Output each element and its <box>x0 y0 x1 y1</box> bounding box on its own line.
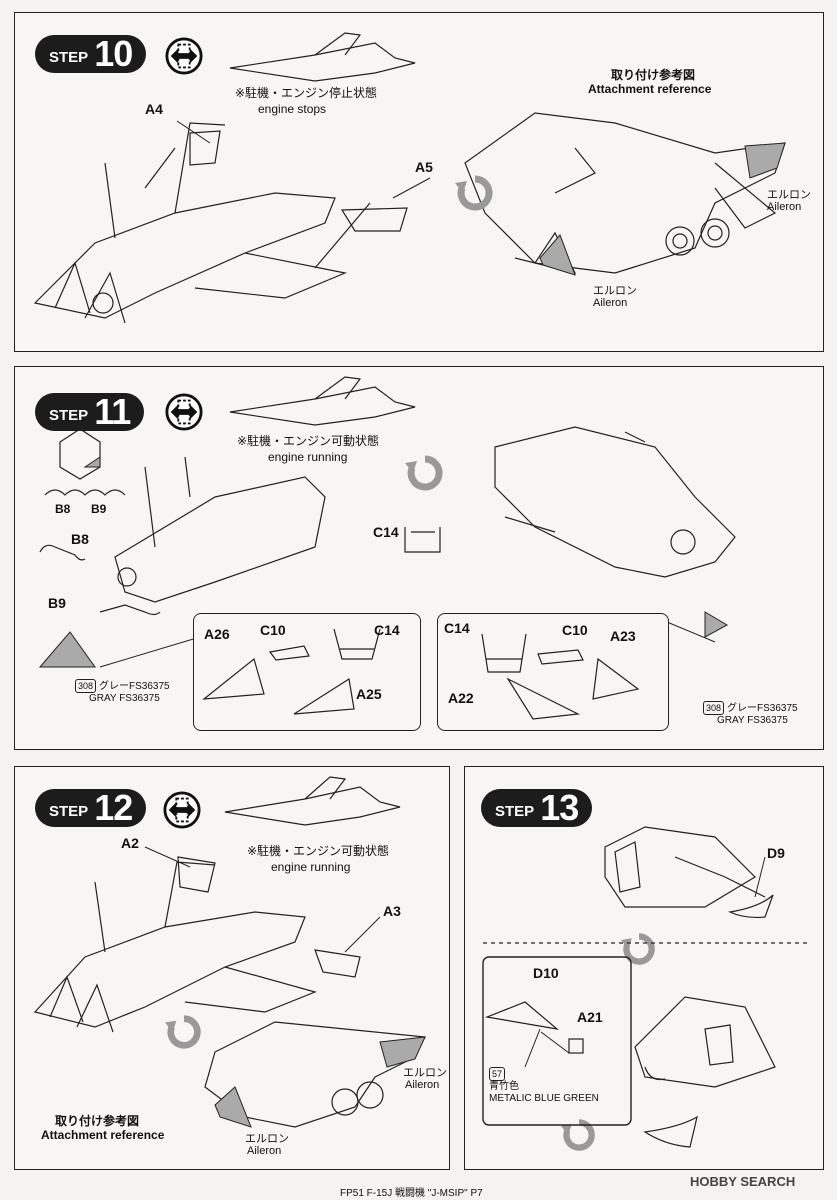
part-label: D10 <box>533 965 559 981</box>
part-label: B8 <box>55 502 71 516</box>
part-label: A3 <box>383 903 401 919</box>
aileron-label-en: Aileron <box>767 201 802 213</box>
part-label: C10 <box>260 622 286 638</box>
paint-callout: 57 青竹色 METALIC BLUE GREEN <box>489 1067 599 1104</box>
reference-label-jp: 取り付け参考図 <box>611 68 696 82</box>
step-11-panel: STEP 11 ※駐機・エンジン可動状態 engine running <box>14 366 824 750</box>
aileron-label-jp: エルロン <box>767 189 811 201</box>
part-label: C14 <box>373 524 399 540</box>
step-13-panel: STEP 13 D9 D10 A21 57 青竹色 METALIC BLUE G… <box>464 766 824 1170</box>
mode-label-jp: ※駐機・エンジン可動状態 <box>247 844 390 858</box>
left-detail-drawing <box>202 628 381 715</box>
aileron-label-en: Aileron <box>593 297 628 309</box>
step-11-drawing <box>38 376 736 668</box>
left-detail-box: A26 C10 C14 A25 <box>193 613 421 731</box>
part-label: A21 <box>577 1009 603 1025</box>
right-detail-box: C14 C10 A23 A22 <box>437 613 669 731</box>
part-label: A26 <box>204 626 230 642</box>
part-label: C10 <box>562 622 588 638</box>
step-10-badge: STEP 10 <box>35 33 147 74</box>
watermark: HOBBY SEARCH <box>690 1174 796 1189</box>
aileron-label-jp: エルロン <box>245 1133 289 1145</box>
part-label: C14 <box>444 620 470 636</box>
part-label: A2 <box>121 835 139 851</box>
part-label: B8 <box>71 531 89 547</box>
paint-code: 57 <box>489 1067 506 1081</box>
part-label: A5 <box>415 159 433 175</box>
part-label: B9 <box>91 502 107 516</box>
step-12-drawing <box>33 776 426 1128</box>
page-footer: FP51 F-15J 戦闘機 "J-MSIP" P7 <box>340 1188 483 1199</box>
step-10-panel: STEP 10 ※駐機・エンジン停止状態 <box>14 12 824 352</box>
step-10-drawing <box>33 32 786 324</box>
right-detail-drawing <box>481 633 640 720</box>
part-label: D9 <box>767 845 785 861</box>
step-12-badge: STEP 12 <box>35 787 147 828</box>
step-13-badge: STEP 13 <box>481 787 593 828</box>
rotate-icon <box>455 173 495 213</box>
part-label: B9 <box>48 595 66 611</box>
mode-label-en: engine running <box>268 450 348 464</box>
reference-label-en: Attachment reference <box>41 1128 165 1142</box>
reference-label-jp: 取り付け参考図 <box>55 1114 140 1128</box>
part-label: A25 <box>356 686 382 702</box>
part-label: C14 <box>374 622 400 638</box>
mode-label-en: engine stops <box>258 102 327 116</box>
aileron-label-en: Aileron <box>247 1145 282 1157</box>
aileron-label-jp: エルロン <box>403 1067 447 1079</box>
aileron-label-en: Aileron <box>405 1079 440 1091</box>
step-12-panel: STEP 12 ※駐機・エンジン可動状態 engine running A2 A… <box>14 766 450 1170</box>
mode-label-jp: ※駐機・エンジン停止状態 <box>235 86 378 100</box>
mode-label-jp: ※駐機・エンジン可動状態 <box>237 434 380 448</box>
part-label: A22 <box>448 690 474 706</box>
step-13-drawing <box>482 826 810 1148</box>
mode-label-en: engine running <box>271 860 351 874</box>
reference-label-en: Attachment reference <box>588 82 712 96</box>
aileron-label-jp: エルロン <box>593 285 637 297</box>
step-11-badge: STEP 11 <box>35 391 145 432</box>
paint-code: 308 <box>75 679 97 693</box>
part-label: A23 <box>610 628 636 644</box>
part-label: A4 <box>145 101 163 117</box>
paint-code: 308 <box>703 701 725 715</box>
